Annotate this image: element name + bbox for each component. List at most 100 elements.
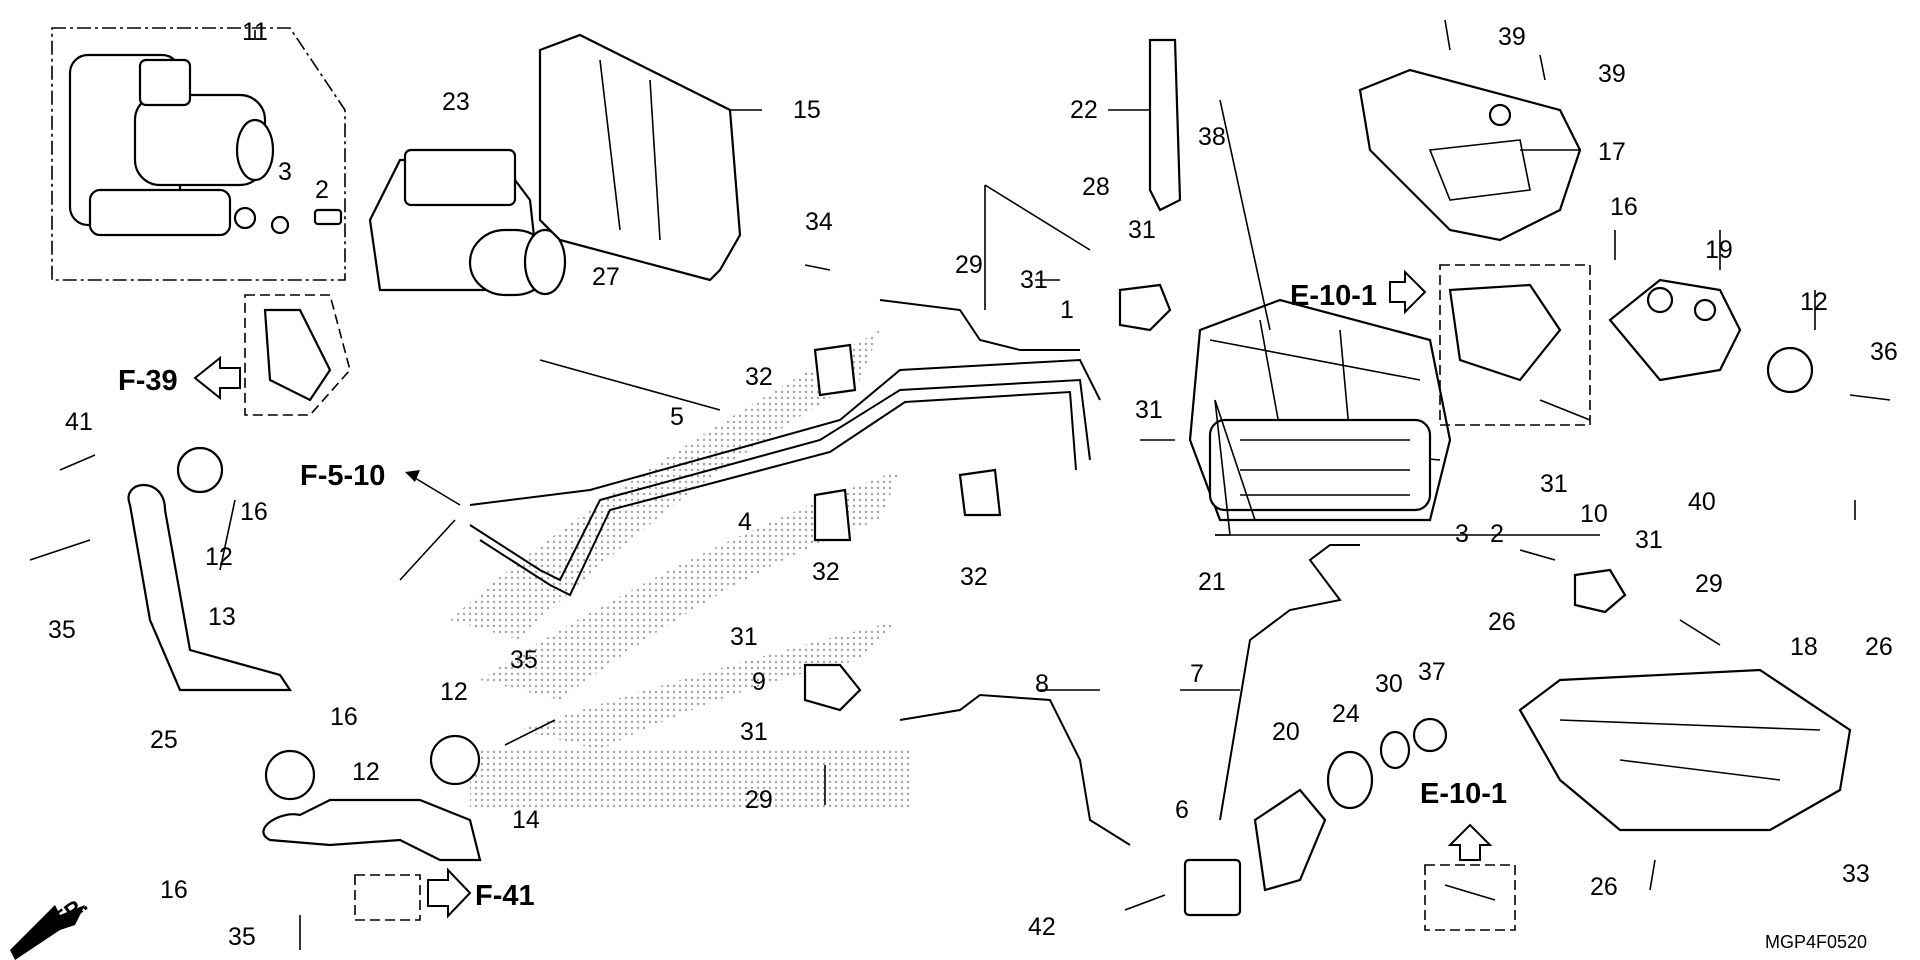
label-5: 5 (670, 403, 684, 431)
label-8: 8 (1035, 670, 1049, 698)
diagram-code: MGP4F0520 (1765, 932, 1867, 952)
part-12-grommet-right (1766, 346, 1814, 394)
label-26c: 26 (1590, 873, 1618, 901)
bolts (29, 19, 1891, 950)
ref-e101-upper: E-10-1 (1290, 280, 1377, 312)
part-18-lower-cover (1518, 668, 1852, 832)
arrow-f39 (193, 355, 241, 401)
label-36: 36 (1870, 338, 1898, 366)
part-14-bracket (262, 798, 482, 862)
label-27: 27 (592, 263, 620, 291)
label-24: 24 (1332, 700, 1360, 728)
label-3b: 3 (1455, 520, 1469, 548)
part-21-control-unit (1188, 298, 1452, 522)
part-1-clamp (1118, 283, 1172, 332)
front-arrow (10, 905, 85, 960)
label-29c: 29 (745, 786, 773, 814)
arrow-f41 (427, 867, 472, 919)
part-6-block (1183, 858, 1242, 917)
label-18: 18 (1790, 633, 1818, 661)
label-29b: 29 (1695, 570, 1723, 598)
arrow-e101-upper (1389, 269, 1427, 315)
label-23: 23 (442, 88, 470, 116)
dashed-boxes (354, 864, 1516, 931)
part-number-labels: 11 3 2 23 15 34 27 22 38 39 39 17 28 29 … (48, 18, 1898, 951)
label-28: 28 (1082, 173, 1110, 201)
label-15: 15 (793, 96, 821, 124)
label-10: 10 (1580, 500, 1608, 528)
label-3: 3 (278, 158, 292, 186)
label-40: 40 (1688, 488, 1716, 516)
part-17-bracket (1358, 68, 1582, 242)
part-23-relay (368, 148, 567, 297)
label-26b: 26 (1865, 633, 1893, 661)
label-26a: 26 (1488, 608, 1516, 636)
label-31f: 31 (730, 623, 758, 651)
ref-e101-lower: E-10-1 (1420, 778, 1507, 810)
part-19-bracket (1439, 264, 1742, 426)
label-33: 33 (1842, 860, 1870, 888)
label-2b: 2 (1490, 520, 1504, 548)
label-11: 11 (242, 18, 268, 46)
label-12d: 12 (440, 678, 468, 706)
reference-labels: F-39 F-5-10 F-41 E-10-1 E-10-1 (118, 280, 1507, 912)
part-11-modulator (51, 27, 346, 281)
label-29a: 29 (955, 251, 983, 279)
label-4: 4 (738, 508, 752, 536)
label-32b: 32 (812, 558, 840, 586)
label-39b: 39 (1598, 60, 1626, 88)
label-13: 13 (208, 603, 236, 631)
label-31g: 31 (740, 718, 768, 746)
label-6: 6 (1175, 796, 1189, 824)
label-42: 42 (1028, 913, 1056, 941)
label-2: 2 (315, 176, 329, 204)
label-30: 30 (1375, 670, 1403, 698)
part-22-hose (1148, 38, 1182, 212)
part-9-clamp (803, 663, 862, 712)
label-17: 17 (1598, 138, 1626, 166)
label-37: 37 (1418, 658, 1446, 686)
part-10-clamp (1573, 568, 1627, 614)
part-f39-bracket (244, 294, 351, 416)
brake-pipes (469, 299, 1360, 846)
label-9: 9 (752, 668, 766, 696)
label-31b: 31 (1020, 266, 1048, 294)
arrow-f510 (405, 470, 461, 506)
label-35b: 35 (510, 646, 538, 674)
part-30-collar (1379, 730, 1411, 770)
label-12a: 12 (1800, 288, 1828, 316)
label-22: 22 (1070, 96, 1098, 124)
part-24-grommet (1326, 750, 1374, 810)
honda-wing-watermark (450, 330, 910, 810)
label-7: 7 (1190, 660, 1204, 688)
part-12-grommet-left (176, 446, 224, 494)
label-31a: 31 (1128, 216, 1156, 244)
label-16b: 16 (240, 498, 268, 526)
part-12-grommet-low (264, 749, 316, 801)
label-25: 25 (150, 726, 178, 754)
label-12c: 12 (352, 758, 380, 786)
label-31c: 31 (1135, 396, 1163, 424)
label-16d: 16 (160, 876, 188, 904)
label-31d: 31 (1540, 470, 1568, 498)
part-32-clip-b (813, 488, 852, 542)
label-41: 41 (65, 408, 93, 436)
label-16c: 16 (330, 703, 358, 731)
arrow-e101-lower (1447, 823, 1493, 861)
label-38: 38 (1198, 123, 1226, 151)
ref-f39: F-39 (118, 365, 178, 397)
label-1: 1 (1060, 296, 1074, 324)
label-31e: 31 (1635, 526, 1663, 554)
part-37-nut (1412, 717, 1448, 753)
part-15-cover (538, 33, 742, 282)
label-21: 21 (1198, 568, 1226, 596)
label-34: 34 (805, 208, 833, 236)
label-19: 19 (1705, 236, 1733, 264)
part-13-bracket (127, 484, 293, 692)
label-39a: 39 (1498, 23, 1526, 51)
part-32-clip-c (958, 468, 1002, 517)
label-12b: 12 (205, 543, 233, 571)
part-12-grommet-mid (429, 734, 481, 786)
ref-f41: F-41 (475, 880, 535, 912)
